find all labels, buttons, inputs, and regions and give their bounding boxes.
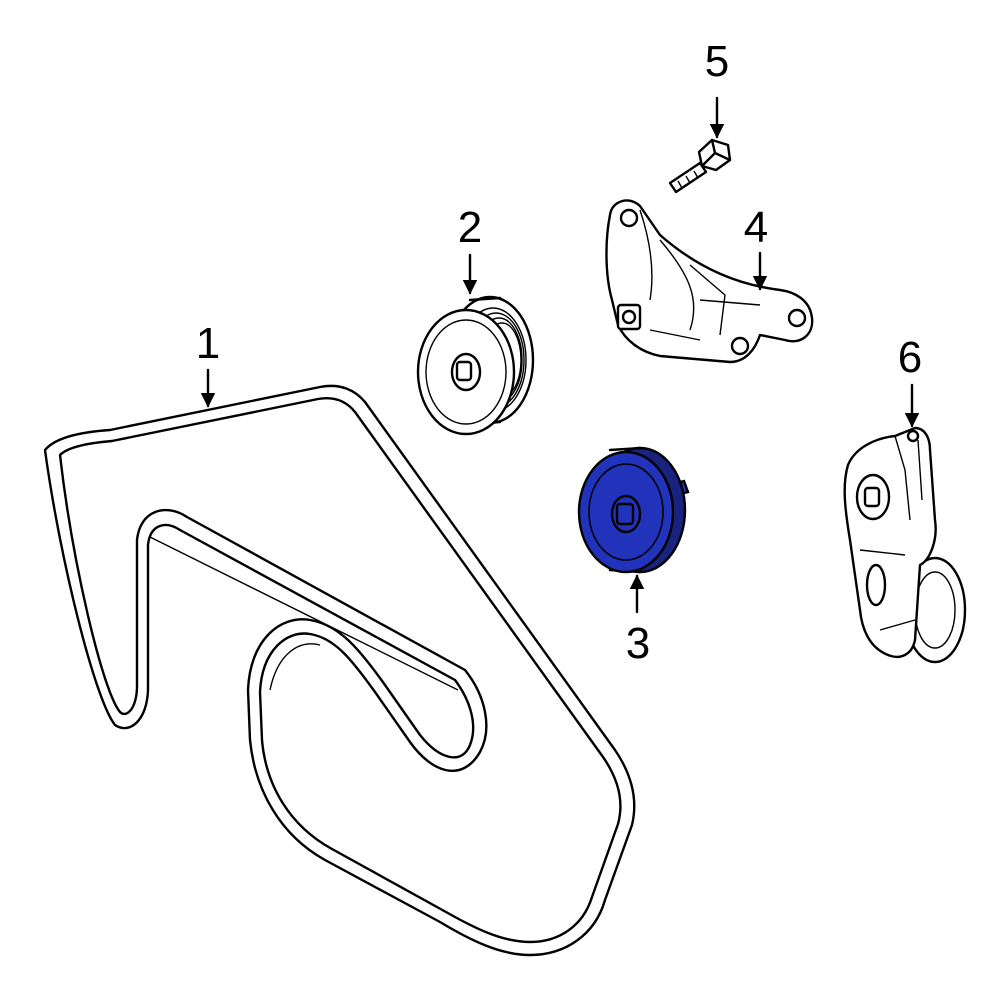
callout-4: 4 <box>743 203 769 252</box>
drive-belt[interactable] <box>43 384 636 957</box>
callout-3: 3 <box>625 619 651 668</box>
idler-pulley-3-highlighted[interactable] <box>577 446 690 574</box>
callout-2: 2 <box>457 203 483 252</box>
callout-6: 6 <box>897 333 923 382</box>
callout-5: 5 <box>704 37 730 86</box>
callout-arrows <box>200 96 920 614</box>
belt-tensioner[interactable] <box>843 426 967 664</box>
mounting-bracket[interactable] <box>605 199 814 364</box>
idler-pulley-2[interactable] <box>416 295 535 436</box>
callout-1: 1 <box>195 319 221 368</box>
bolt[interactable] <box>668 138 732 194</box>
